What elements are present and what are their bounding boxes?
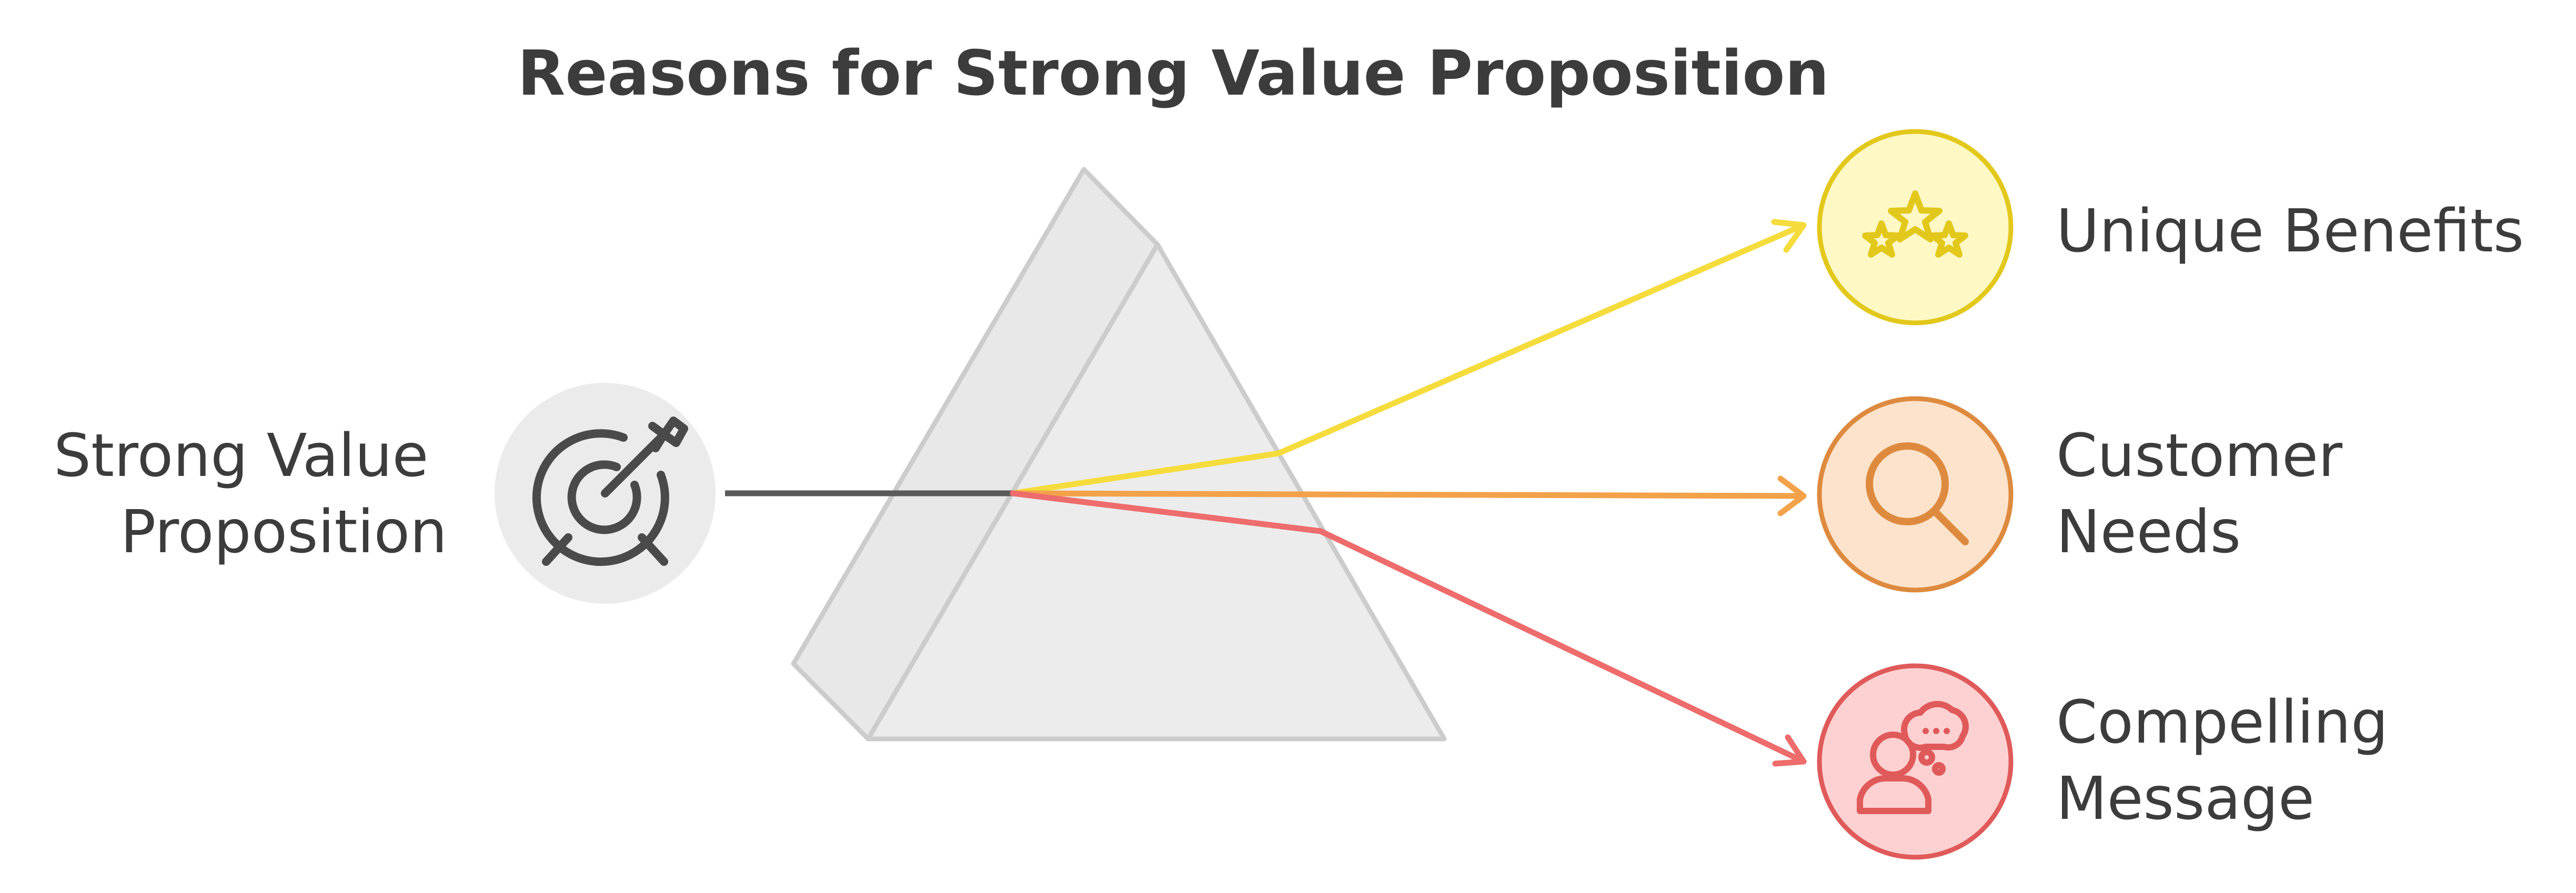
stars-icon: [1862, 190, 1968, 258]
compelling-message-label: Compelling Message: [2056, 688, 2407, 833]
source-label: Strong Value Proposition: [54, 422, 447, 566]
output-compelling-message: Compelling Message: [1817, 663, 2407, 860]
beam-arrowhead-unique-benefits: [1771, 219, 1807, 253]
beam-customer-needs: [1010, 490, 1807, 499]
beam-unique-benefits: [1010, 222, 1807, 496]
customer-needs-circle: [1817, 396, 2014, 593]
beam-arrowhead-customer-needs: [1777, 475, 1807, 516]
output-unique-benefits: Unique Benefits: [1817, 129, 2524, 326]
output-customer-needs: Customer Needs: [1817, 396, 2361, 593]
unique-benefits-label: Unique Benefits: [2056, 197, 2524, 266]
target-with-arrow-icon: [532, 417, 688, 566]
person-thinking-icon: [1857, 701, 1969, 814]
prism: [791, 167, 1447, 742]
beam-compelling-message: [1010, 490, 1807, 765]
output-beams: [1010, 219, 1807, 767]
source-node: Strong Value Proposition: [54, 383, 716, 604]
diagram-title: Reasons for Strong Value Proposition: [518, 37, 1829, 109]
beam-arrowhead-compelling-message: [1772, 734, 1807, 767]
thought-dots: [1923, 728, 1950, 734]
customer-needs-label: Customer Needs: [2056, 422, 2361, 566]
magnifying-glass-icon: [1866, 442, 1969, 545]
